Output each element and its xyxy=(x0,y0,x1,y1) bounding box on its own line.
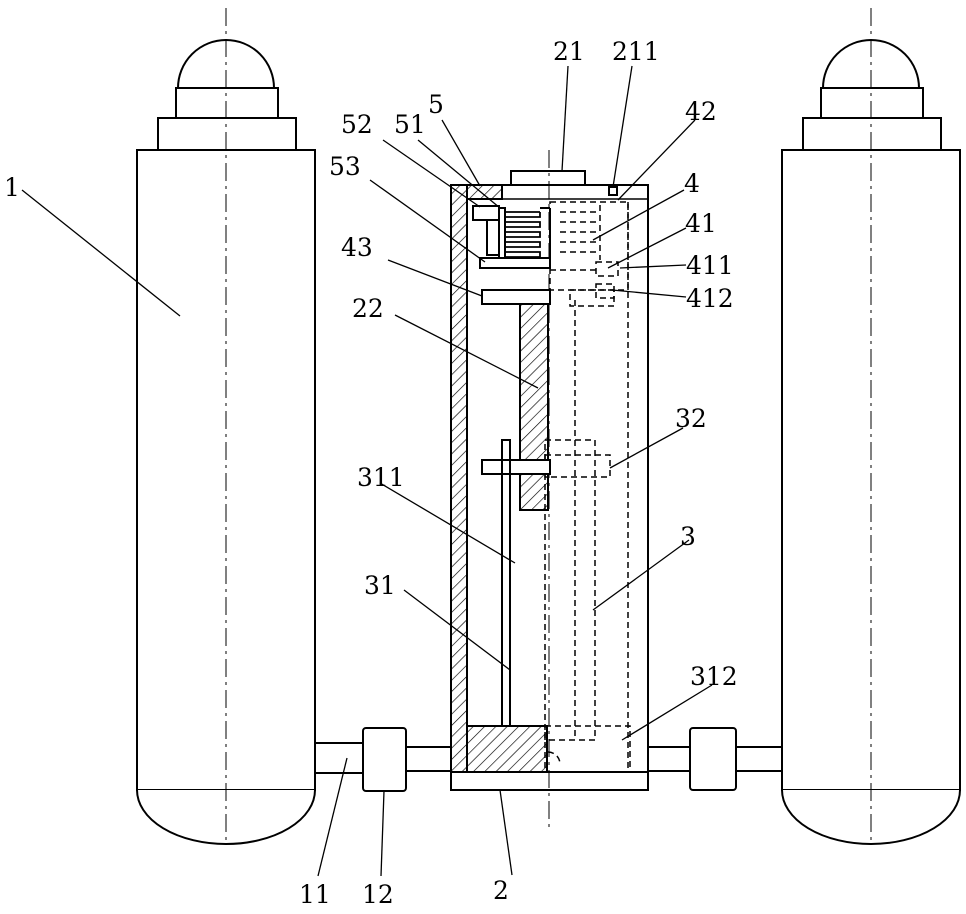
label-gear-top: 42 xyxy=(685,97,717,126)
left-tank xyxy=(137,8,315,845)
label-spring-block: 51 xyxy=(394,110,426,139)
label-gear-part-b: 412 xyxy=(686,284,734,313)
label-lever-assembly: 3 xyxy=(680,522,696,551)
label-rack: 22 xyxy=(352,294,384,323)
label-lever-rod: 311 xyxy=(357,463,405,492)
label-top-port: 211 xyxy=(612,37,660,66)
label-pivot: 32 xyxy=(675,404,707,433)
label-tank: 1 xyxy=(4,173,20,202)
label-gear: 41 xyxy=(685,209,717,238)
label-gear-part-a: 411 xyxy=(686,251,734,280)
label-spring: 52 xyxy=(341,110,373,139)
rack xyxy=(520,304,548,510)
label-housing: 2 xyxy=(493,876,509,905)
lever-foot-block xyxy=(467,726,547,772)
label-lever-foot: 312 xyxy=(690,662,738,691)
right-valve xyxy=(690,728,736,790)
label-valve: 12 xyxy=(362,880,394,909)
spring-assembly xyxy=(473,206,550,268)
label-shaft: 43 xyxy=(341,233,373,262)
label-spring-seat: 53 xyxy=(329,152,361,181)
pivot xyxy=(482,460,550,474)
gear-mechanism-hidden xyxy=(545,202,630,772)
lever-rod xyxy=(502,440,510,726)
upper-shaft xyxy=(482,290,550,304)
label-pipe: 11 xyxy=(299,880,331,909)
label-lever: 31 xyxy=(364,571,396,600)
label-spring-assembly: 5 xyxy=(428,90,444,119)
right-tank xyxy=(782,8,960,845)
label-top-cap: 21 xyxy=(553,37,585,66)
left-valve xyxy=(363,728,406,791)
label-gear-assembly: 4 xyxy=(684,169,700,198)
